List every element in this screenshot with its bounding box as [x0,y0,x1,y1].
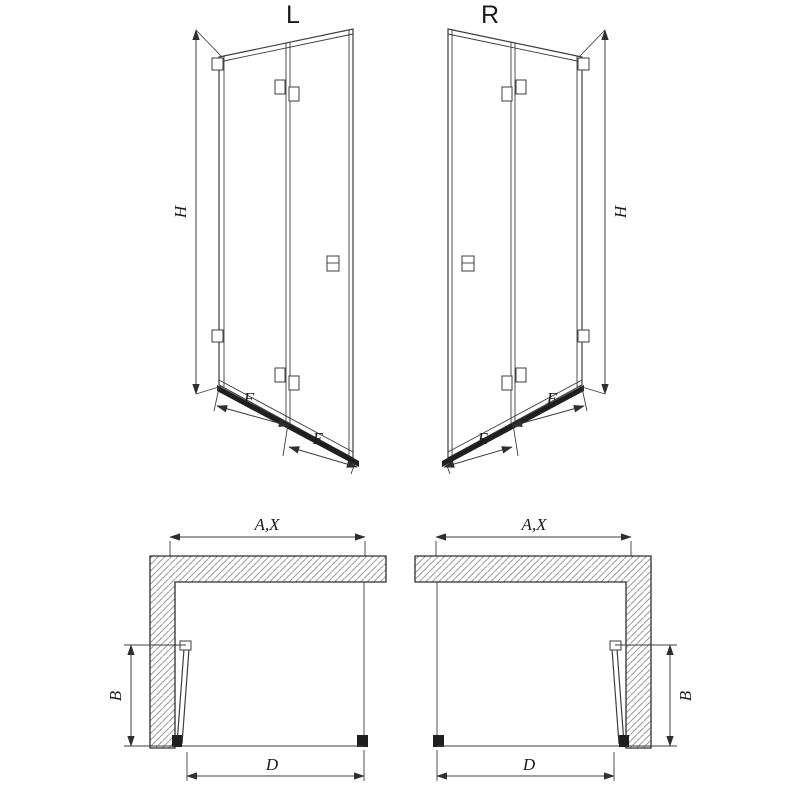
dim-label-clear-opening: D [522,755,536,774]
folded-door-panel [181,648,190,745]
wall-hinge-marker [577,329,590,343]
dim-line-panel-f [511,405,585,427]
door-pivot-block [619,735,629,747]
folded-door-panel [611,648,620,745]
view-title-right: R [481,1,499,29]
folded-door-cap [179,640,192,651]
dim-label-panel-f: F [546,389,558,408]
dim-extension-line [512,423,519,457]
dim-label-height: H [611,204,630,219]
door-handle [461,255,475,272]
dim-extension-line [282,423,289,457]
fold-hinge-marker [501,86,513,102]
folded-door-panel [616,648,625,745]
dim-line-panel-f [216,405,290,427]
fold-hinge-marker [274,79,286,95]
wall-hatched [149,555,387,749]
dim-extension-line [213,387,220,412]
dim-label-clear-opening: D [265,755,279,774]
wall-profile-block [357,735,368,747]
dim-label-overall-width: A,X [520,515,547,534]
fold-hinge-marker [274,367,286,383]
door-pivot-block [172,735,182,747]
dim-extension-line [195,385,223,395]
dim-extension-line [578,29,606,58]
view-title-left: L [286,1,300,29]
folded-door-panel [176,648,185,745]
dim-extension-line [578,385,606,395]
dim-label-panel-f: F [243,389,255,408]
dim-label-fold-projection: B [676,690,695,701]
dim-extension-line [445,462,451,475]
dim-line-panel-e [443,446,513,468]
elevation-left: L H F E [171,1,359,475]
dim-line-panel-e [288,446,358,468]
wall-hinge-marker [211,57,224,71]
wall-hinge-marker [211,329,224,343]
dim-extension-line [581,387,588,412]
fold-hinge-marker [288,375,300,391]
dim-extension-line [195,29,223,58]
wall-hatched [414,555,652,749]
wall-hinge-marker [577,57,590,71]
plan-left: A,X B D [106,515,387,781]
wall-profile-block [433,735,444,747]
dim-label-panel-e: E [312,429,324,448]
plan-right: A,X B D [414,515,695,781]
dim-label-fold-projection: B [106,690,125,701]
fold-hinge-marker [515,79,527,95]
door-outline [447,28,583,460]
dim-label-panel-e: E [477,429,489,448]
dim-label-height: H [171,204,190,219]
dim-label-overall-width: A,X [253,515,280,534]
fold-hinge-marker [288,86,300,102]
door-handle [326,255,340,272]
dim-extension-line [350,462,356,475]
folded-door-cap [609,640,622,651]
fold-hinge-marker [501,375,513,391]
fold-hinge-marker [515,367,527,383]
elevation-right: R H E F [442,1,630,475]
